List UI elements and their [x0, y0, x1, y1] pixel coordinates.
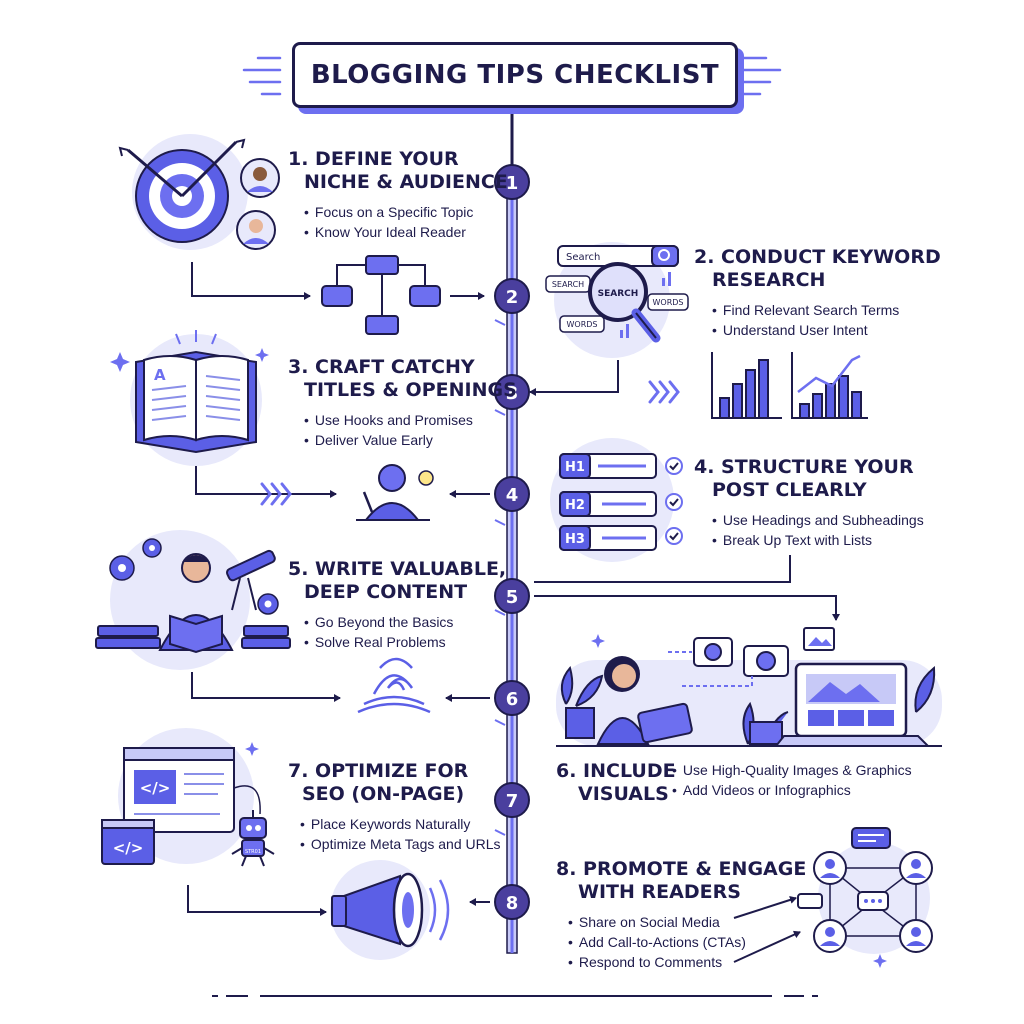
social-network-icon: [797, 827, 933, 954]
search-bar-text: Search: [566, 252, 600, 263]
title-sparkles: [242, 56, 782, 96]
swirl-book-icon: [357, 657, 431, 714]
step-bullets: Use High-Quality Images & Graphics Add V…: [672, 760, 912, 800]
code-window-robot-icon: [101, 728, 275, 867]
svg-text:3: 3: [506, 383, 519, 404]
flowchart-icon: [321, 255, 441, 335]
step-1-niche-audience: 1. DEFINE YOUR NICHE & AUDIENCE Focus on…: [288, 148, 508, 242]
sparkle-decorations: [110, 348, 887, 968]
step-bullets: Focus on a Specific Topic Know Your Idea…: [288, 202, 508, 242]
svg-text:8: 8: [506, 893, 519, 914]
svg-text:7: 7: [506, 791, 519, 812]
target-icon: [118, 134, 248, 250]
step-bullets: Find Relevant Search Terms Understand Us…: [694, 300, 941, 340]
svg-text:4: 4: [506, 485, 519, 506]
step-title: 6. INCLUDE VISUALS: [556, 760, 676, 805]
step-7-optimize-seo: 7. OPTIMIZE FOR SEO (ON-PAGE) Place Keyw…: [288, 760, 501, 854]
step-3-catchy-titles: 3. CRAFT CATCHY TITLES & OPENINGS Use Ho…: [288, 356, 517, 450]
step-bullets: Go Beyond the Basics Solve Real Problems: [288, 612, 506, 652]
heading-h1: H1: [565, 460, 585, 475]
search-tag-3: WORDS: [566, 320, 597, 329]
trend-chart-icon: [791, 352, 868, 419]
search-tag-2: WORDS: [652, 298, 683, 307]
number-badge-2: 2: [494, 278, 530, 314]
audience-avatars: [236, 158, 280, 250]
step-bullets: Share on Social Media Add Call-to-Action…: [556, 912, 806, 972]
step-bullets: Use Hooks and Promises Deliver Value Ear…: [288, 410, 517, 450]
bar-chart-icon: [711, 352, 782, 419]
step-title: 8. PROMOTE & ENGAGE WITH READERS: [556, 858, 807, 903]
heading-h3: H3: [565, 532, 585, 547]
svg-text:2: 2: [506, 287, 519, 308]
magnifier-icon: [545, 242, 689, 358]
book-letter: A: [154, 366, 166, 384]
step-5-valuable-content: 5. WRITE VALUABLE, DEEP CONTENT Go Beyon…: [288, 558, 506, 652]
step-title: 7. OPTIMIZE FOR SEO (ON-PAGE): [288, 760, 469, 805]
code-symbol-small: </>: [113, 839, 144, 857]
robot-label: STR01: [245, 849, 261, 855]
search-tag-1: SEARCH: [552, 280, 584, 289]
svg-text:5: 5: [506, 587, 519, 608]
step-bullets: Place Keywords Naturally Optimize Meta T…: [288, 814, 501, 854]
page-title: BLOGGING TIPS CHECKLIST: [310, 60, 720, 90]
number-badge-3: 3: [494, 374, 530, 410]
open-book-icon: [130, 330, 262, 466]
search-glass-text: SEARCH: [598, 289, 639, 299]
title-banner: BLOGGING TIPS CHECKLIST: [292, 42, 738, 108]
camera-laptop-icon: [556, 627, 942, 747]
heading-h2: H2: [565, 498, 585, 513]
number-badge-7: 7: [494, 782, 530, 818]
step-title: 4. STRUCTURE YOUR POST CLEARLY: [694, 456, 914, 501]
step-title: 3. CRAFT CATCHY TITLES & OPENINGS: [288, 356, 517, 401]
number-badge-5: 5: [494, 578, 530, 614]
number-badges: 1 2 3 4 5 6 7 8: [494, 164, 530, 920]
step-4-structure-post: 4. STRUCTURE YOUR POST CLEARLY Use Headi…: [694, 456, 924, 550]
writer-icon: [356, 464, 434, 521]
number-badge-6: 6: [494, 680, 530, 716]
chevron-arrows: [260, 380, 680, 506]
step-title: 2. CONDUCT KEYWORD RESEARCH: [694, 246, 941, 291]
number-badge-1: 1: [494, 164, 530, 200]
svg-text:6: 6: [506, 689, 519, 710]
number-badge-4: 4: [494, 476, 530, 512]
code-symbol-large: </>: [140, 779, 171, 797]
reader-telescope-icon: [95, 530, 291, 670]
megaphone-icon: [330, 860, 450, 960]
step-title: 1. DEFINE YOUR NICHE & AUDIENCE: [288, 148, 508, 193]
step-title: 5. WRITE VALUABLE, DEEP CONTENT: [288, 558, 507, 603]
heading-list-icon: [550, 438, 683, 562]
step-8-promote-engage: 8. PROMOTE & ENGAGE WITH READERS Share o…: [556, 858, 806, 972]
svg-text:1: 1: [506, 173, 519, 194]
number-badge-8: 8: [494, 884, 530, 920]
step-2-keyword-research: 2. CONDUCT KEYWORD RESEARCH Find Relevan…: [694, 246, 941, 340]
step-bullets: Use Headings and Subheadings Break Up Te…: [694, 510, 924, 550]
